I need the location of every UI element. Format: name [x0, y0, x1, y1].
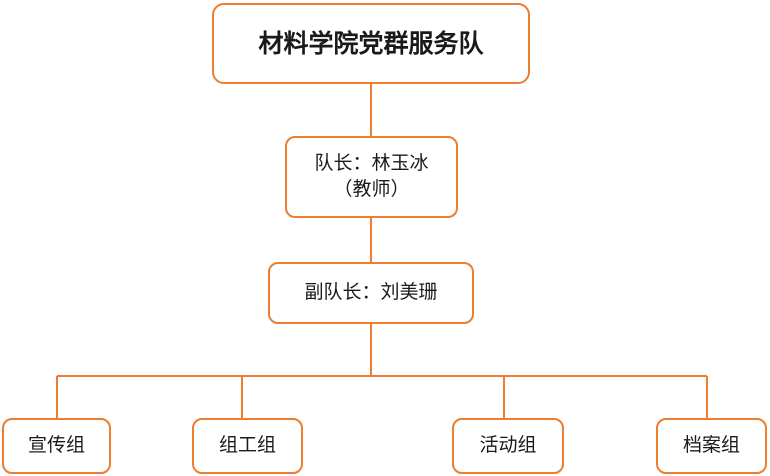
root-node: 材料学院党群服务队: [212, 3, 530, 84]
group-node-publicity: 宣传组: [2, 418, 111, 474]
root-node-label: 材料学院党群服务队: [258, 28, 484, 58]
group-node-label: 组工组: [218, 434, 276, 457]
group-node-label: 活动组: [479, 434, 537, 457]
group-node-label: 档案组: [682, 434, 740, 457]
deputy-node-label: 副队长：刘美珊: [304, 281, 438, 304]
group-node-organization: 组工组: [192, 418, 303, 474]
group-node-label: 宣传组: [27, 434, 85, 457]
leader-node: 队长：林玉冰 （教师）: [285, 136, 458, 218]
leader-node-title: 队长：林玉冰: [314, 152, 429, 175]
group-node-archive: 档案组: [656, 418, 767, 474]
group-node-activity: 活动组: [452, 418, 564, 474]
leader-node-role: （教师）: [333, 178, 410, 200]
deputy-node: 副队长：刘美珊: [268, 262, 474, 324]
